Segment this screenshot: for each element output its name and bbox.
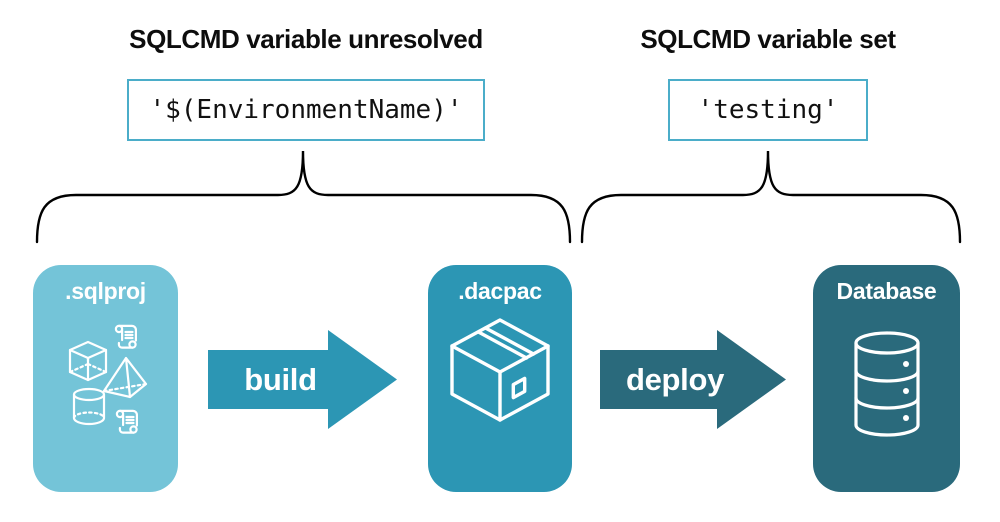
- deploy-arrow: [600, 330, 786, 429]
- script-scroll-icon: [115, 409, 138, 434]
- heading-variable-set: SQLCMD variable set: [640, 24, 896, 54]
- database-cylinder-icon: [854, 331, 920, 437]
- stage-card-dacpac: .dacpac: [428, 265, 572, 492]
- left-brace: [35, 150, 572, 244]
- stage-label-database: Database: [836, 278, 937, 304]
- build-arrow-label: build: [244, 361, 317, 397]
- code-box-testing-value: 'testing': [668, 79, 868, 141]
- script-scroll-icon: [114, 324, 137, 349]
- code-text-environment-variable: '$(EnvironmentName)': [149, 95, 463, 125]
- stage-card-database: Database: [813, 265, 960, 492]
- code-box-environment-variable: '$(EnvironmentName)': [127, 79, 485, 141]
- stage-label-sqlproj: .sqlproj: [65, 278, 146, 304]
- pyramid-icon: [102, 356, 148, 399]
- stage-card-sqlproj: .sqlproj: [33, 265, 178, 492]
- cube-icon: [68, 340, 108, 382]
- build-arrow: [208, 330, 397, 429]
- heading-variable-unresolved: SQLCMD variable unresolved: [129, 24, 483, 54]
- stage-label-dacpac: .dacpac: [458, 278, 542, 304]
- deploy-arrow-label: deploy: [625, 361, 725, 397]
- sql-shapes-and-scripts-icon: [68, 324, 148, 434]
- code-text-testing-value: 'testing': [697, 95, 839, 125]
- package-box-icon: [450, 318, 550, 422]
- right-brace: [580, 150, 962, 244]
- cylinder-icon: [72, 387, 106, 426]
